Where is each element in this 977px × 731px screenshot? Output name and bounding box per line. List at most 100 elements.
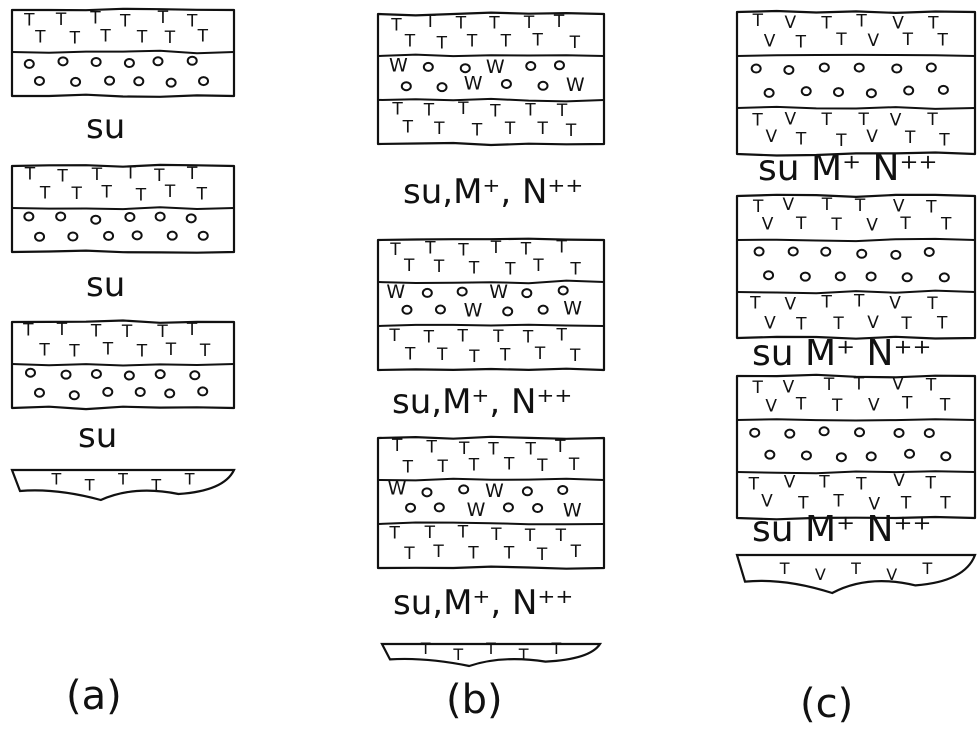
layer-divider-a-2-1 (12, 207, 234, 209)
layer-a-3-2-mark (198, 387, 207, 395)
layer-b-1-1-mark: T (455, 14, 467, 34)
layer-c-2-2-mark (925, 248, 934, 256)
layer-b-1-3-mark: T (524, 101, 536, 121)
layer-c-2-1-mark: T (854, 196, 866, 216)
layer-divider-c-1-1 (737, 55, 975, 56)
layer-c-2-3-mark: T (832, 314, 844, 334)
caption-c-2: su M⁺ N⁺⁺ (752, 337, 931, 371)
panel-label-c: (c) (800, 684, 853, 724)
layer-b-3-3-mark: T (432, 542, 444, 562)
layer-c-3-3-mark: T (855, 475, 867, 495)
layer-b-3-1-mark: T (402, 457, 414, 477)
layer-c-3-1-mark: T (939, 395, 951, 415)
layer-b-2-3-mark: T (499, 345, 511, 365)
layer-b-2-1-mark: T (569, 260, 581, 280)
layer-b-1-3-mark: T (423, 101, 435, 121)
layer-c-2-2-mark (891, 251, 900, 259)
layer-b-3-2-mark: W (467, 499, 486, 521)
layer-b-3-3-mark: T (570, 542, 582, 562)
layer-b-2-2-mark (458, 288, 467, 296)
layer-b-1-1-mark: T (569, 33, 581, 53)
layer-b-1-3-mark: T (391, 100, 403, 120)
layer-b-1-2-mark (424, 63, 433, 71)
layer-b-2-3-mark: T (492, 327, 504, 347)
layer-a-1-2-mark (188, 57, 197, 65)
layer-a-3-2-mark (70, 391, 79, 399)
layer-a-2-2-mark (24, 213, 33, 221)
layer-c-2-2-mark (789, 247, 798, 255)
layer-a-2-1-mark: T (186, 164, 198, 184)
layer-b-3-2-mark (435, 503, 444, 511)
layer-c-2-1-mark: V (866, 216, 878, 236)
layer-c-3-1-mark: T (853, 374, 865, 394)
layer-b-2-2-mark: W (464, 299, 483, 321)
layer-c-1-2-mark (892, 65, 901, 73)
layer-b-2-2-mark (402, 306, 411, 314)
layer-a-3-1-mark: T (186, 320, 198, 340)
layer-b-2-1-mark: T (468, 258, 480, 278)
base-layer-b-mark: T (485, 639, 496, 658)
layer-b-3-1-mark: T (391, 436, 403, 456)
layer-b-1-2-mark: W (464, 73, 483, 95)
layer-b-3-2-mark: W (388, 477, 407, 499)
layer-c-1-2-mark (855, 64, 864, 72)
layer-c-1-2-mark (802, 87, 811, 95)
layer-b-1-2-mark (402, 82, 411, 90)
layer-a-1-2-mark (125, 59, 134, 67)
caption-b-1: su,M⁺, N⁺⁺ (403, 175, 583, 209)
layer-b-2-1-mark: T (457, 240, 469, 260)
layer-a-2-2-mark (68, 233, 77, 241)
layer-c-1-1-mark: T (855, 12, 867, 32)
layer-c-3-3-mark: T (818, 472, 830, 492)
layer-b-2-3-mark: T (534, 344, 546, 364)
layer-b-2-2-mark: W (386, 281, 405, 303)
layer-a-3-1-mark: T (68, 341, 80, 361)
layer-a-1-2-mark (92, 58, 101, 66)
layer-b-2-2-mark: W (563, 298, 582, 320)
layer-c-2-1-mark: T (899, 214, 911, 234)
layer-b-3-3-mark: T (403, 544, 415, 564)
layer-a-1-2-mark (59, 57, 68, 65)
layer-a-2-2-mark (133, 231, 142, 239)
layer-b-2-3-mark: T (556, 325, 568, 345)
layer-c-2-3-mark: T (749, 293, 761, 313)
layer-a-2-1-mark: T (164, 182, 176, 202)
layer-b-2-3-mark: T (569, 346, 581, 366)
layer-divider-c-2-1 (737, 239, 975, 241)
layer-a-1-1-mark: T (55, 10, 67, 30)
layer-b-2-2-mark (423, 289, 432, 297)
layer-a-1-2-mark (35, 77, 44, 85)
layer-c-2-3-mark: T (936, 314, 948, 334)
layer-b-2-1-mark: T (504, 259, 516, 279)
layer-c-3-3-mark: V (784, 473, 796, 493)
layer-c-2-2-mark (857, 250, 866, 258)
base-layer-b-mark: T (452, 645, 463, 664)
layer-c-3-1-mark: V (765, 396, 777, 416)
layer-a-3-1-mark: T (102, 340, 114, 360)
layer-a-2-2-mark (199, 232, 208, 240)
layer-a-1-1-mark: T (69, 28, 81, 48)
layer-c-1-1-mark: V (867, 31, 879, 51)
layer-c-3-1-mark: T (795, 395, 807, 415)
layer-c-1-3-mark: T (938, 131, 950, 151)
base-layer-c-mark: V (886, 565, 897, 584)
layer-b-2-2-mark: W (489, 281, 508, 303)
layer-c-1-3-mark: V (785, 110, 797, 130)
layer-a-2-2-mark (35, 233, 44, 241)
layer-divider-c-1-2 (737, 107, 975, 109)
panel-label-a: (a) (66, 676, 122, 716)
layer-c-1-3-mark: T (904, 128, 916, 148)
layer-c-1-3-mark: T (795, 129, 807, 149)
layer-b-1-1-mark: T (404, 32, 416, 52)
layer-a-2-2-mark (91, 216, 100, 224)
layer-c-3-3-mark: V (893, 471, 905, 491)
layer-a-2-1-mark: T (124, 164, 136, 184)
layer-a-1-1-mark: T (34, 27, 46, 47)
layer-b-1-3-mark: T (402, 118, 414, 138)
layer-b-1-2-mark (555, 61, 564, 69)
layer-b-1-3-mark: T (565, 121, 577, 141)
layer-c-3-2-mark (867, 452, 876, 460)
layer-b-3-3-mark: T (503, 544, 515, 564)
layer-b-2-2-mark (436, 306, 445, 314)
